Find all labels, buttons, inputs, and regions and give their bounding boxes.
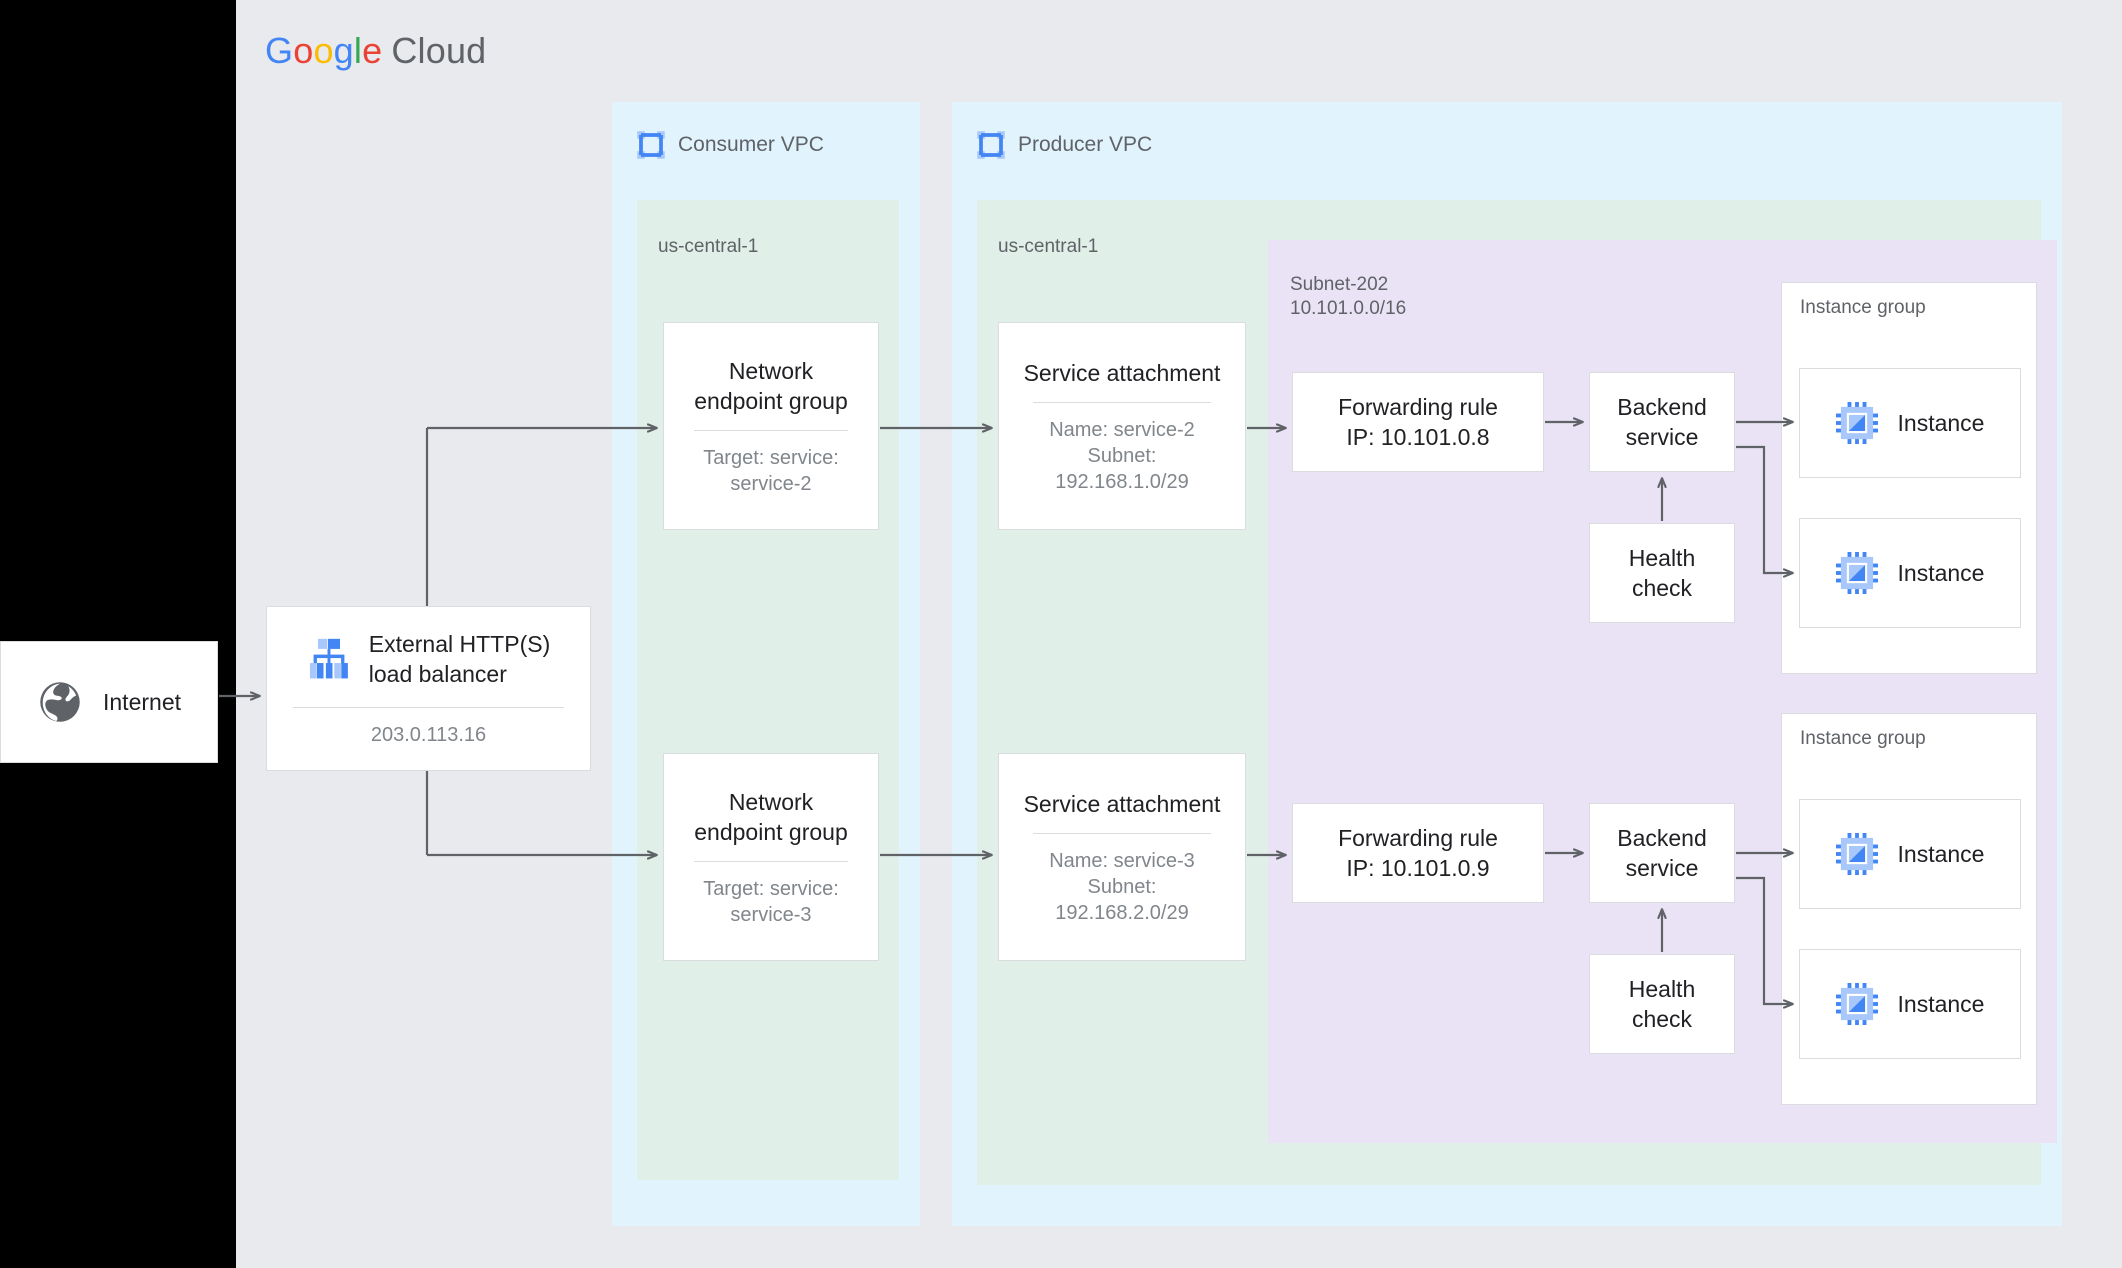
backend-service-2[interactable]: Backend service (1589, 803, 1735, 903)
forwarding-rule-2-title: Forwarding rule IP: 10.101.0.9 (1338, 825, 1498, 881)
cpu-chip-icon (1835, 552, 1878, 594)
globe-icon (40, 682, 80, 722)
cpu-chip-icon (1835, 983, 1878, 1025)
producer-region-label: us-central-1 (998, 236, 1099, 257)
neg-1-subtitle: Target: service: service-2 (703, 446, 839, 495)
service-attachment-1[interactable]: Service attachment Name: service-2 Subne… (998, 322, 1246, 530)
backend-service-2-title: Backend service (1617, 825, 1707, 881)
consumer-region-label: us-central-1 (658, 236, 759, 257)
vpc-icon (637, 131, 665, 159)
logo-letter-l: l (353, 30, 363, 71)
service-attachment-1-subtitle: Name: service-2 Subnet: 192.168.1.0/29 (1049, 418, 1195, 493)
instance-group-1-label: Instance group (1800, 297, 1926, 318)
logo-letter-e: e (362, 30, 383, 71)
backend-service-1[interactable]: Backend service (1589, 372, 1735, 472)
internet-card[interactable]: Internet (0, 641, 218, 763)
external-load-balancer-card[interactable]: External HTTP(S) load balancer 203.0.113… (266, 606, 591, 771)
service-attachment-2-title: Service attachment (1023, 790, 1221, 817)
consumer-vpc-label: Consumer VPC (678, 133, 824, 156)
instance-1-2[interactable]: Instance (1799, 518, 2021, 628)
consumer-vpc-title: Consumer VPC (636, 130, 824, 160)
instance-1-1[interactable]: Instance (1799, 368, 2021, 478)
forwarding-rule-1-title: Forwarding rule IP: 10.101.0.8 (1338, 394, 1498, 450)
neg-1-title: Network endpoint group (694, 357, 848, 414)
instance-1-2-label: Instance (1897, 559, 1985, 586)
neg-1-divider (693, 429, 849, 431)
instance-2-1-label: Instance (1897, 840, 1985, 867)
cpu-chip-icon (1835, 402, 1878, 444)
neg-2-divider (693, 860, 849, 862)
instance-group-2-label: Instance group (1800, 728, 1926, 749)
forwarding-rule-1[interactable]: Forwarding rule IP: 10.101.0.8 (1292, 372, 1544, 472)
health-check-1-title: Health check (1628, 545, 1696, 601)
service-attachment-1-divider (1033, 401, 1211, 403)
service-attachment-2-divider (1033, 832, 1211, 834)
backend-service-1-title: Backend service (1617, 394, 1707, 450)
load-balancer-ip: 203.0.113.16 (370, 724, 487, 746)
service-attachment-1-title: Service attachment (1023, 359, 1221, 386)
service-attachment-2[interactable]: Service attachment Name: service-3 Subne… (998, 753, 1246, 961)
internet-label: Internet (103, 688, 181, 715)
logo-word-cloud: Cloud (391, 30, 487, 71)
load-balancer-divider (292, 707, 565, 708)
health-check-2-title: Health check (1628, 976, 1696, 1032)
network-endpoint-group-2[interactable]: Network endpoint group Target: service: … (663, 753, 879, 961)
producer-vpc-label: Producer VPC (1018, 133, 1153, 156)
logo-letter-o1: o (293, 30, 314, 71)
vpc-icon (977, 131, 1005, 159)
instance-2-2[interactable]: Instance (1799, 949, 2021, 1059)
network-endpoint-group-1[interactable]: Network endpoint group Target: service: … (663, 322, 879, 530)
cpu-chip-icon (1835, 833, 1878, 875)
instance-2-1[interactable]: Instance (1799, 799, 2021, 909)
load-balancer-title: External HTTP(S) load balancer (368, 631, 551, 687)
neg-2-title: Network endpoint group (694, 788, 848, 845)
neg-2-subtitle: Target: service: service-3 (703, 877, 839, 926)
health-check-2[interactable]: Health check (1589, 954, 1735, 1054)
subnet-202-label: Subnet-202 10.101.0.0/16 (1290, 274, 1407, 319)
forwarding-rule-2[interactable]: Forwarding rule IP: 10.101.0.9 (1292, 803, 1544, 903)
logo-letter-o2: o (313, 30, 334, 71)
instance-2-2-label: Instance (1897, 990, 1985, 1017)
service-attachment-2-subtitle: Name: service-3 Subnet: 192.168.2.0/29 (1049, 849, 1195, 924)
instance-1-1-label: Instance (1897, 409, 1985, 436)
logo-letter-g2: g (333, 30, 354, 71)
logo-letter-g1: G (265, 30, 294, 71)
producer-vpc-title: Producer VPC (976, 130, 1152, 160)
health-check-1[interactable]: Health check (1589, 523, 1735, 623)
load-balancer-icon (309, 638, 348, 679)
